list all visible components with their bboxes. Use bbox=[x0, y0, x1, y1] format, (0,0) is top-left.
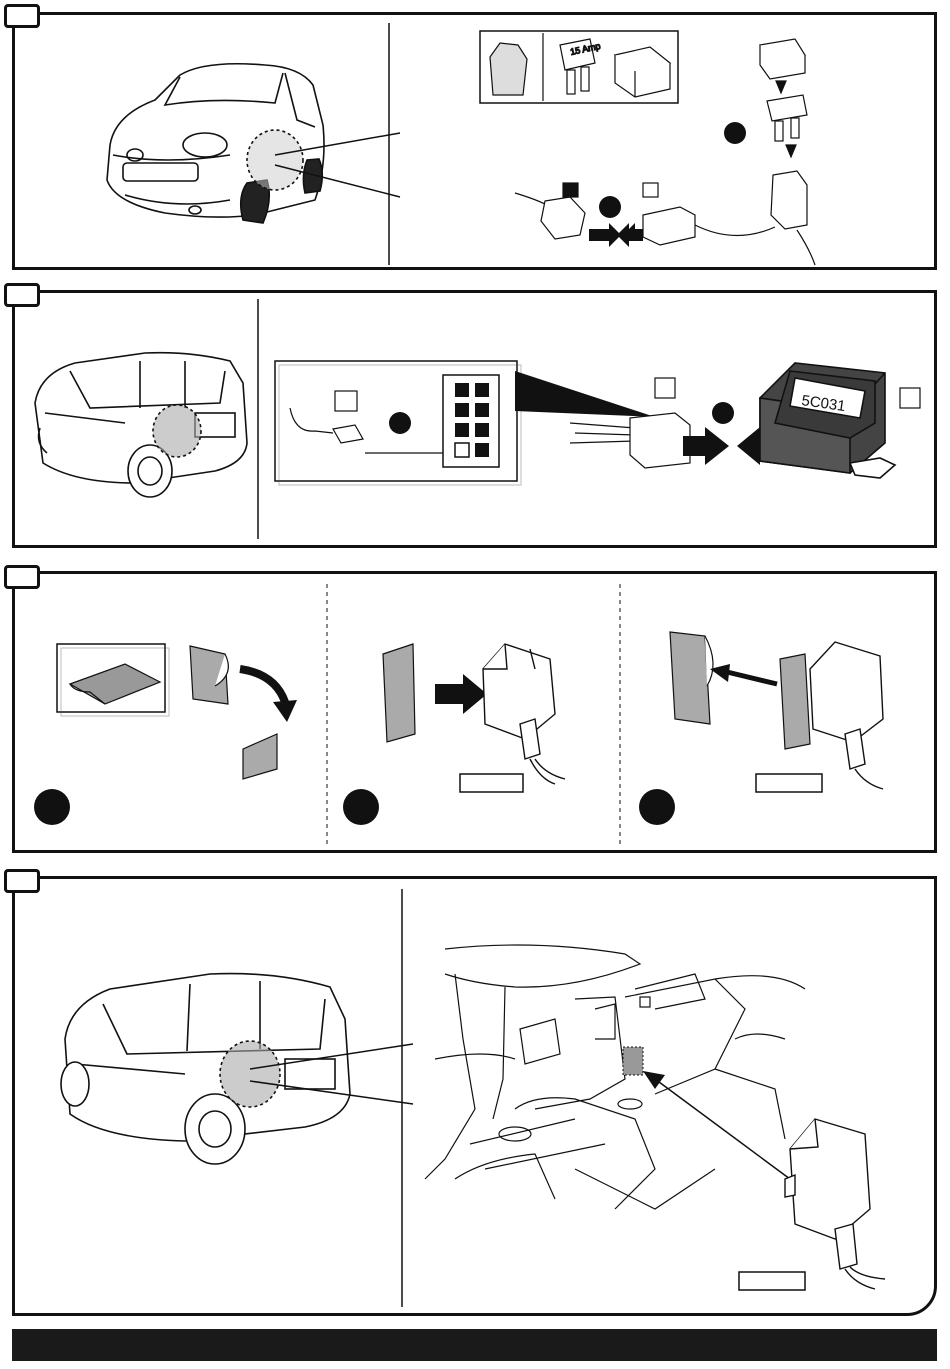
panel-1-art: 15 Amp bbox=[15, 15, 935, 267]
panel-1: 15 Amp bbox=[12, 12, 937, 270]
step-tab-3 bbox=[4, 565, 40, 589]
footer-bar bbox=[12, 1329, 937, 1361]
panel-3 bbox=[12, 571, 937, 853]
panel-4-art bbox=[15, 879, 935, 1313]
step-tab-4 bbox=[4, 869, 40, 893]
car-rear-illustration bbox=[35, 353, 247, 497]
car-rear-illustration-2 bbox=[61, 974, 350, 1164]
control-module-illustration: 5C031 bbox=[760, 363, 895, 478]
panel-2-art: 5C031 bbox=[15, 293, 935, 545]
panel-3-art bbox=[15, 574, 935, 850]
cargo-area-illustration bbox=[425, 945, 805, 1209]
bag-icon bbox=[490, 43, 527, 95]
car-front-illustration bbox=[107, 64, 324, 223]
panel-4 bbox=[12, 876, 937, 1316]
panel-2: 5C031 bbox=[12, 290, 937, 548]
step-tab-2 bbox=[4, 283, 40, 307]
step-tab-1 bbox=[4, 4, 40, 28]
